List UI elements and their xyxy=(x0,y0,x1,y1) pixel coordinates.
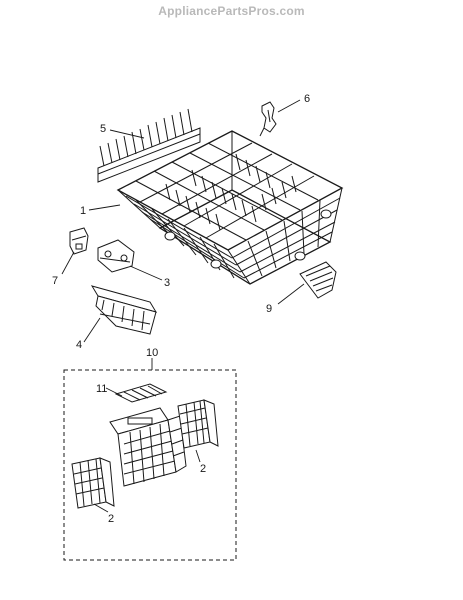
part-1-lower-rack xyxy=(116,130,344,285)
part-4-utensil-tray xyxy=(90,285,158,335)
callout-3: 3 xyxy=(164,277,170,289)
callout-5: 5 xyxy=(100,123,106,135)
callout-6: 6 xyxy=(304,93,310,105)
callout-10: 10 xyxy=(146,347,158,359)
callout-9: 9 xyxy=(266,303,272,315)
part-2-left-basket xyxy=(71,457,115,509)
part-7-bracket xyxy=(69,227,89,255)
part-2-right-basket xyxy=(177,399,219,449)
part-11-basket-lid xyxy=(114,383,168,403)
callout-11: 11 xyxy=(96,383,107,395)
callout-4: 4 xyxy=(76,339,82,351)
callout-2-left: 2 xyxy=(108,513,114,525)
part-3-roller-assembly xyxy=(97,239,135,273)
part-6-clip xyxy=(259,101,277,137)
callout-2-right: 2 xyxy=(200,463,206,475)
part-5-tine-row xyxy=(97,108,201,183)
leader-lines xyxy=(61,99,305,513)
part-10-kit-outline xyxy=(63,369,237,561)
part-9-fan-part xyxy=(299,261,337,299)
callout-7: 7 xyxy=(52,275,58,287)
watermark-text: AppliancePartsPros.com xyxy=(158,4,305,18)
part-2-center-basket xyxy=(109,407,187,487)
callout-1: 1 xyxy=(80,205,86,217)
